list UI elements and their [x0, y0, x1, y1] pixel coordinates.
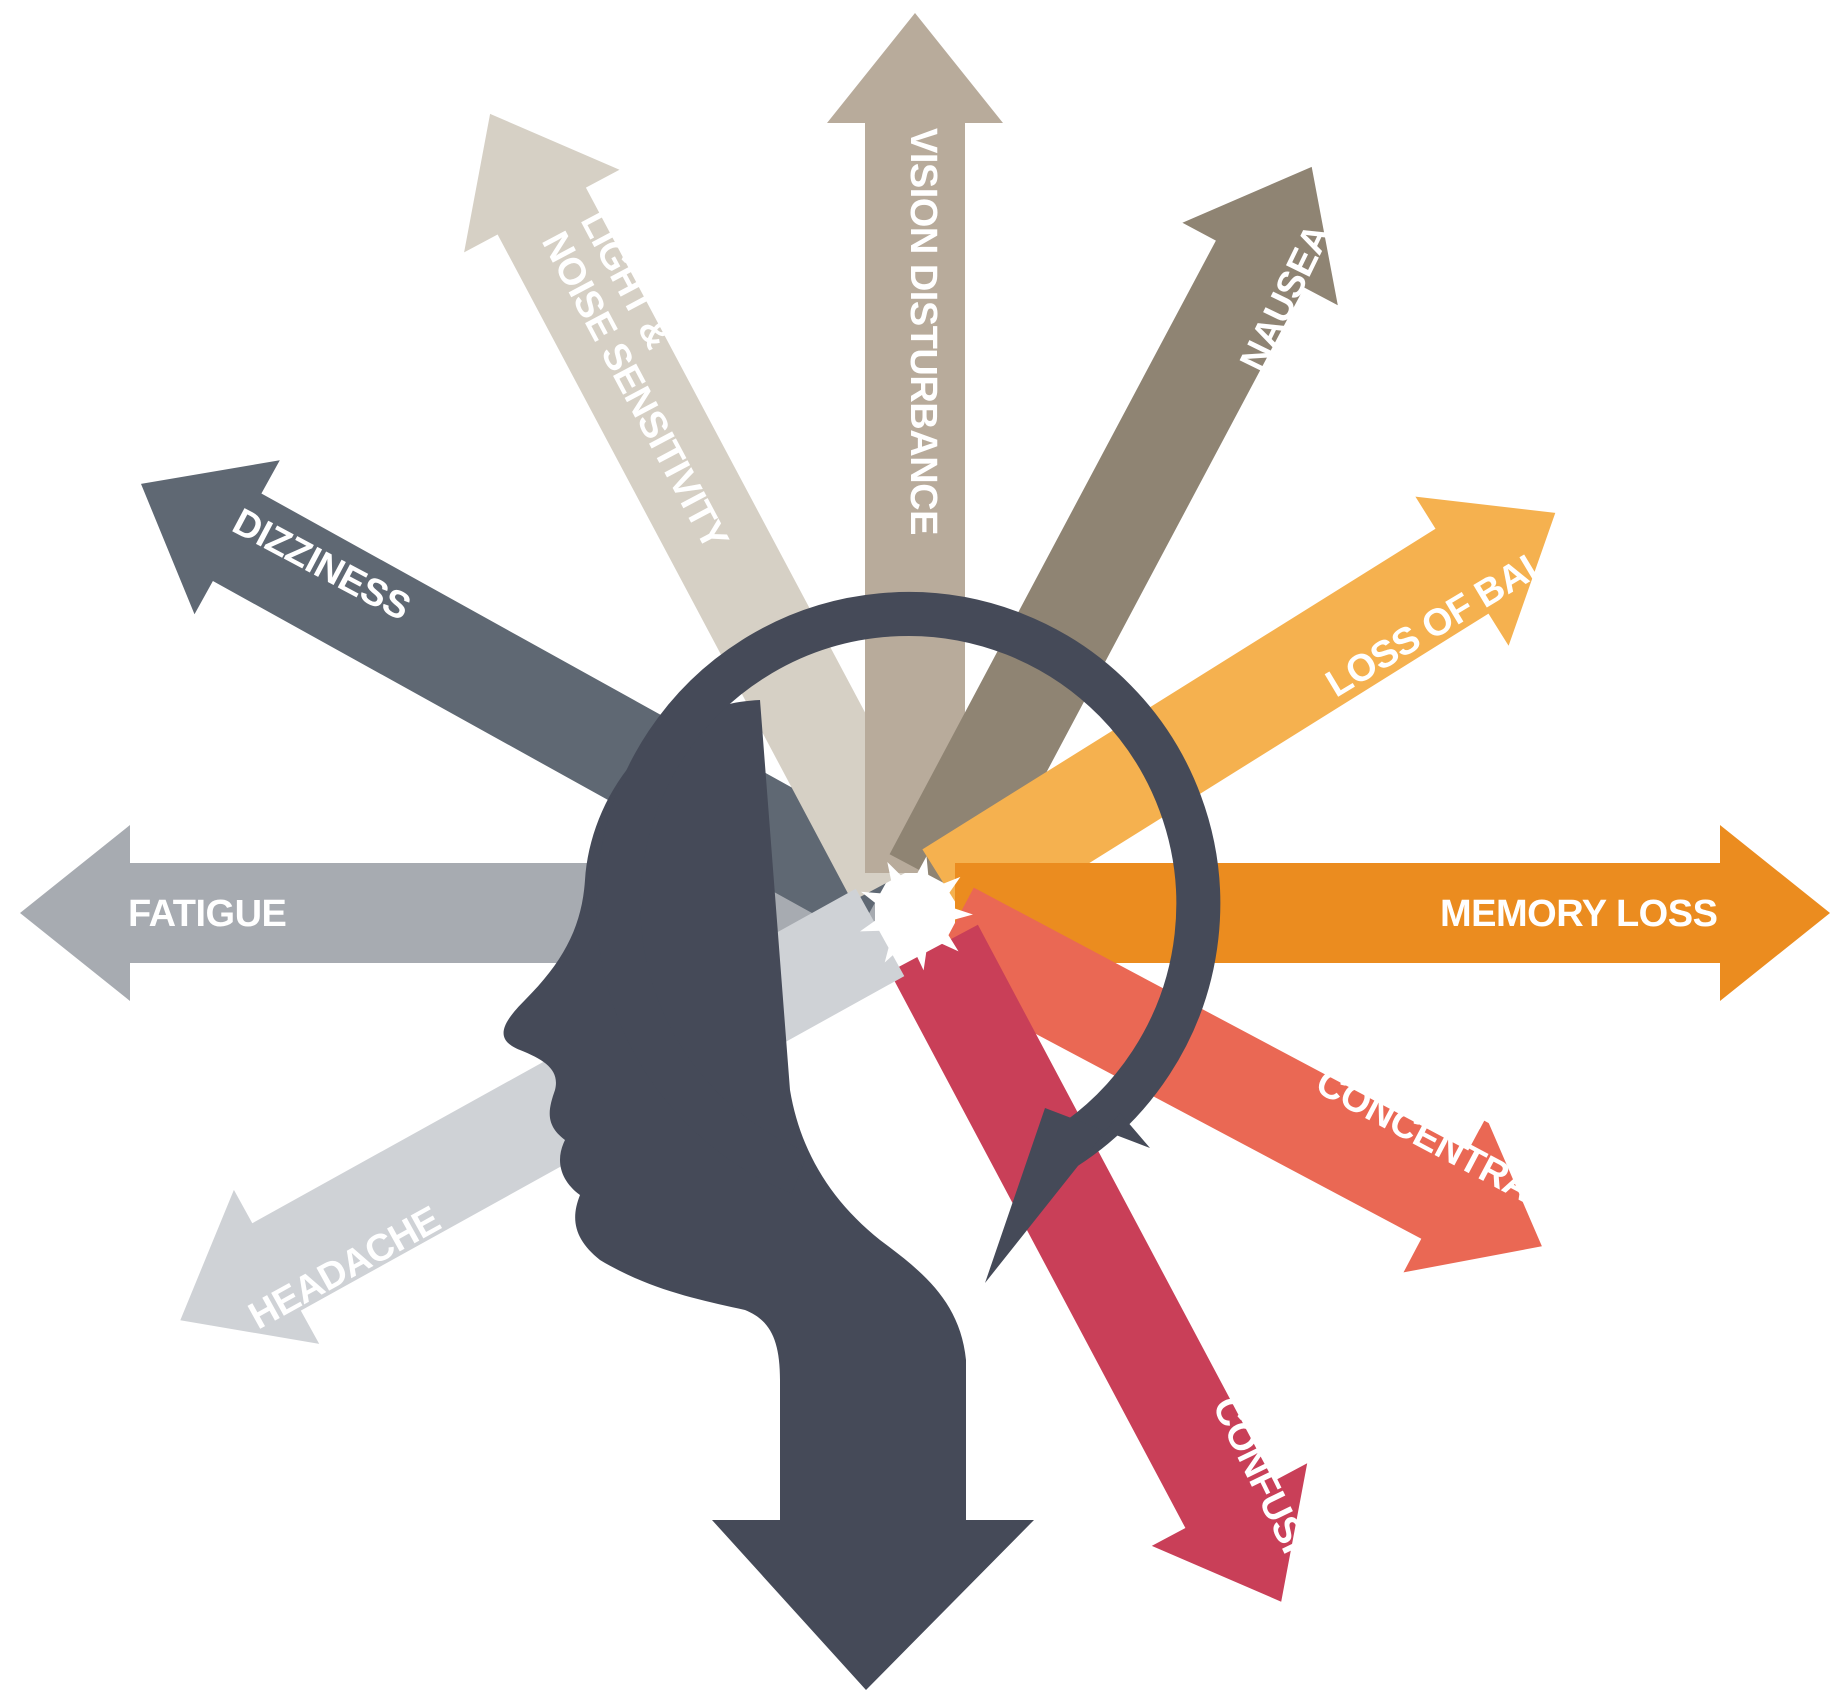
- circular-arrow: [596, 592, 1221, 1283]
- label-fatigue: FATIGUE: [128, 893, 286, 935]
- center-burst: [860, 856, 973, 971]
- arrow-vision: VISION DISTURBANCE: [827, 13, 1003, 873]
- label-vision: VISION DISTURBANCE: [902, 128, 944, 535]
- circular-arrow-head: [985, 1108, 1150, 1283]
- arrow-difficulty-shape: [926, 887, 1542, 1273]
- arrow-confusion-shape: [889, 924, 1308, 1602]
- arrow-loss-of-balance-shape: [922, 496, 1556, 935]
- circular-arrow-ring: [596, 592, 1221, 1194]
- arrow-light-noise-shape: [464, 113, 941, 902]
- label-memory-loss: MEMORY LOSS: [1440, 893, 1717, 935]
- arrow-nausea-shape: [889, 166, 1338, 902]
- arrow-vision-shape: [827, 13, 1003, 873]
